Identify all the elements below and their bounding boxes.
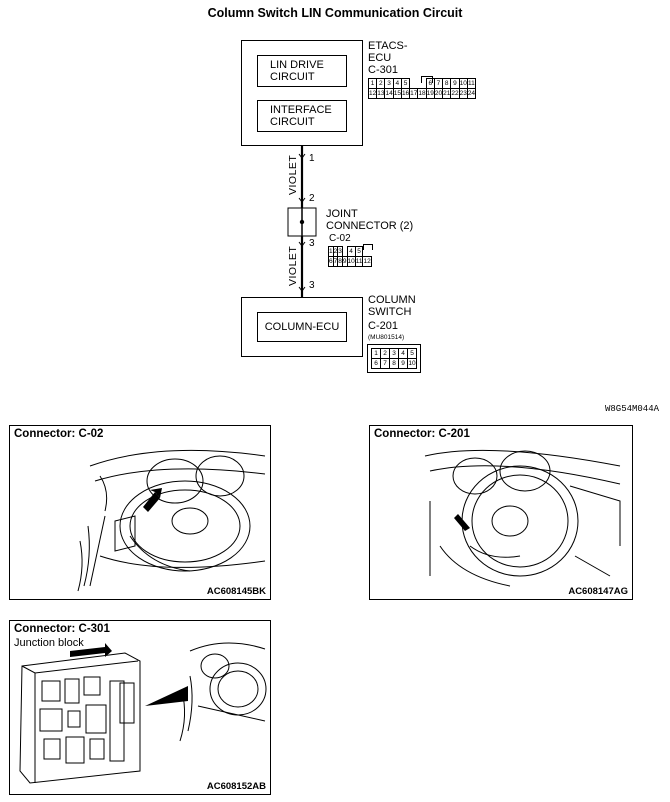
connector-panel-c-301: Connector: C-301 Junction block (9, 620, 271, 795)
connector-pin: 24 (466, 88, 477, 99)
connector-pin: 18 (417, 88, 427, 99)
wire-pin-joint-in: 2 (309, 193, 315, 204)
wire-color-label-upper: VIOLET (287, 154, 299, 195)
connector-panel-c-201: Connector: C-201 AC608147AG (369, 425, 633, 600)
joint-name-1: JOINT (326, 208, 358, 220)
steering-wheel-illustration (424, 449, 621, 587)
connector-pin: 11 (354, 256, 364, 267)
connector-pin: 10 (407, 358, 417, 369)
lin-drive-label-1: LIN DRIVE (270, 59, 324, 71)
panel-figure-code: AC608152AB (206, 781, 266, 792)
connector-pin: 5 (407, 348, 417, 359)
connector-pin: 16 (400, 88, 411, 99)
connector-pin: 2 (380, 348, 390, 359)
connector-pin: 8 (389, 358, 399, 369)
connector-pin: 7 (332, 256, 339, 267)
pointer-arrow-icon (145, 686, 188, 706)
connector-pin: 3 (389, 348, 399, 359)
column-part-number: (MU801514) (368, 334, 405, 341)
connector-pin: 1 (328, 246, 334, 257)
etacs-name-2: ECU (368, 52, 392, 64)
wire-color-label-lower: VIOLET (287, 245, 299, 286)
connector-pin: 4 (398, 348, 408, 359)
connector-pin: 19 (425, 88, 435, 99)
terminal-arrow-icon (298, 286, 306, 292)
etacs-connector-id: C-301 (368, 64, 398, 76)
wire-pin-column: 3 (309, 280, 315, 291)
panel-title: Connector: C-201 (374, 428, 470, 440)
connector-pin: 6 (328, 256, 334, 267)
panel-figure-code: AC608145BK (206, 586, 266, 597)
connector-pin: 12 (362, 256, 372, 267)
wire-pin-etacs: 1 (309, 153, 315, 164)
connector-pin: 22 (450, 88, 460, 99)
wire-pin-joint-out: 3 (309, 238, 315, 249)
terminal-arrow-icon (298, 241, 306, 247)
connector-pin: 12 (367, 88, 378, 99)
connector-panel-c-02: Connector: C-02 AC608145BK (9, 425, 271, 600)
lin-drive-label-2: CIRCUIT (270, 71, 315, 83)
column-name-1: COLUMN (368, 294, 416, 306)
interface-label-2: CIRCUIT (270, 116, 315, 128)
connector-pin: 9 (398, 358, 408, 369)
connector-pin: 23 (458, 88, 468, 99)
interface-circuit-box: INTERFACE CIRCUIT (257, 100, 347, 132)
column-connector-id: C-201 (368, 320, 398, 332)
terminal-arrow-icon (298, 197, 306, 203)
column-ecu-box: COLUMN-ECU (257, 312, 347, 342)
connector-pin: 5 (354, 246, 364, 257)
direction-arrow-icon (70, 643, 112, 657)
joint-connector-id: C-02 (329, 233, 351, 244)
etacs-name-1: ETACS- (368, 40, 408, 52)
lin-drive-circuit-box: LIN DRIVE CIRCUIT (257, 55, 347, 87)
junction-dot-icon (299, 219, 305, 225)
panel-title: Connector: C-02 (14, 428, 104, 440)
column-name-2: SWITCH (368, 306, 412, 318)
panel-figure-code: AC608147AG (568, 586, 628, 597)
page-title: Column Switch LIN Communication Circuit (207, 6, 463, 20)
panel-title: Connector: C-301 (14, 623, 110, 635)
column-ecu-label: COLUMN-ECU (264, 321, 340, 333)
connector-pin: 20 (433, 88, 444, 99)
panel-subtitle: Junction block (14, 637, 84, 649)
connector-pin: 8 (337, 256, 343, 267)
connector-pin: 7 (380, 358, 390, 369)
connector-pin: 10 (346, 256, 356, 267)
connector-pin: 2 (332, 246, 339, 257)
terminal-arrow-icon (298, 153, 306, 159)
connector-latch-icon (363, 244, 373, 250)
connector-pin: 21 (442, 88, 452, 99)
connector-pin: 17 (409, 88, 419, 99)
pointer-arrow-icon (143, 492, 160, 512)
connector-pin: 3 (337, 246, 343, 257)
connector-pin: 14 (384, 88, 394, 99)
connector-pin: 1 (371, 348, 381, 359)
connector-pin: 6 (371, 358, 381, 369)
joint-name-2: CONNECTOR (2) (326, 220, 414, 232)
connector-pin: 15 (392, 88, 402, 99)
connector-pin: 13 (376, 88, 386, 99)
connector-pin: 4 (346, 246, 356, 257)
document-code: W8G54M044A (605, 404, 660, 414)
dashboard-illustration (77, 449, 266, 592)
pointer-arrow-icon (454, 514, 470, 531)
junction-block-illustration (19, 642, 267, 784)
connector-pin: 9 (341, 256, 348, 267)
interface-label-1: INTERFACE (270, 104, 332, 116)
